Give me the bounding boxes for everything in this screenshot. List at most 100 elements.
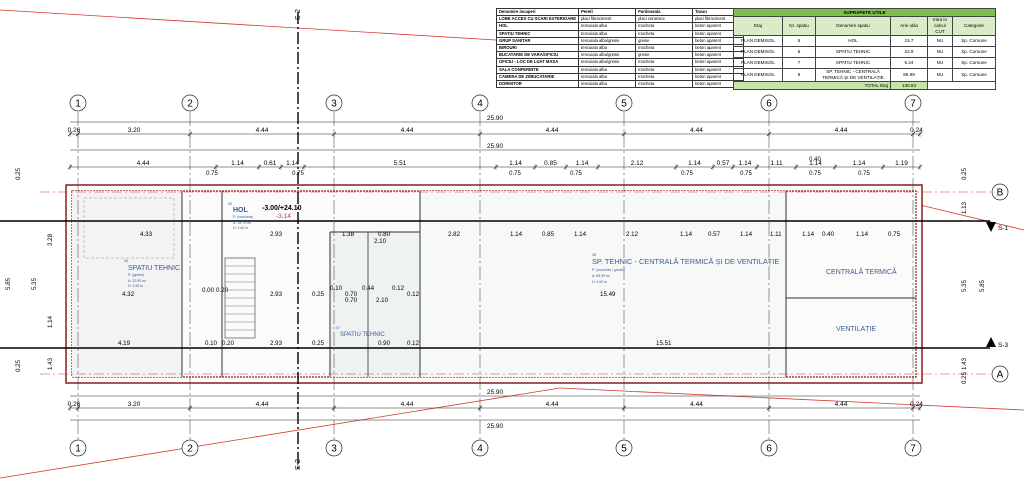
inner-dim: 15.51 xyxy=(656,340,672,347)
room-area-spatiu-tehnic: A: 22.90 m² xyxy=(128,279,147,283)
inner-dim: 15.49 xyxy=(600,291,616,298)
axis-label: 5 xyxy=(621,444,627,455)
finishes-cell: GRUP SANITAR xyxy=(495,36,580,45)
dimension-value: 1.14 xyxy=(739,160,752,167)
vertical-dimensions: 0.25 5.85 0.25 3.28 5.35 1.14 1.43 0.25 … xyxy=(5,167,986,384)
window-sill: 0.75 xyxy=(809,171,821,177)
axis-label: 4 xyxy=(477,99,483,110)
axis-bubble xyxy=(615,439,633,457)
axis-label: B xyxy=(997,188,1004,199)
dimension-value: 1.14 xyxy=(688,160,701,167)
inner-dim: 1.14 xyxy=(856,231,869,238)
axis-bubble xyxy=(69,439,87,457)
inner-dim: 0.80 xyxy=(378,231,391,238)
axis-bubble xyxy=(471,439,489,457)
room-height-spatiu-tehnic: H: 2.60 m xyxy=(128,284,143,288)
inner-dim: 0.85 xyxy=(542,231,555,238)
window-sill: 0.75 xyxy=(509,171,521,177)
inner-dim: 1.14 xyxy=(574,231,587,238)
inner-dim: 0.20 xyxy=(222,340,235,347)
axis-bubble xyxy=(181,94,199,112)
room-height-hol: H: 2.60 m xyxy=(233,226,248,230)
inner-dim: 0.75 xyxy=(888,231,901,238)
dimension-value: 1.14 xyxy=(286,160,299,167)
inner-dim: 0.10 xyxy=(205,340,218,347)
axis-label: 2 xyxy=(187,99,193,110)
room-floor-hol: P: (mocheta) xyxy=(233,215,253,219)
axis-bubble xyxy=(760,94,778,112)
inner-dim: 1.14 xyxy=(680,231,693,238)
dimension-value: 0.24 xyxy=(910,401,923,408)
room-area-hol: A: 15.70 m² xyxy=(233,221,252,225)
inner-dim: 2.93 xyxy=(270,340,283,347)
vdim-left: 0.25 xyxy=(15,167,22,180)
inner-dim: 0.70 xyxy=(345,297,358,304)
section-mark-s2-top: S-2 xyxy=(295,9,302,20)
dimension-value: 4.44 xyxy=(256,401,269,408)
dimension-value: 1.14 xyxy=(231,160,244,167)
room-name-centrala: CENTRALĂ TERMICĂ xyxy=(826,267,897,276)
dimension-value: 4.44 xyxy=(546,127,559,134)
dimension-value: 0.57 xyxy=(717,160,730,167)
dimension-value: 5.51 xyxy=(394,160,407,167)
room-num-spatiu-tehnic-2: 07 xyxy=(336,326,340,330)
dimension-value: 1.14 xyxy=(809,160,822,167)
room-name-sp-tehnic: SP. TEHNIC - CENTRALĂ TERMICĂ ȘI DE VENT… xyxy=(592,257,779,266)
inner-dim: 4.32 xyxy=(122,291,135,298)
inner-dim: 0.00 xyxy=(202,287,215,294)
inner-dim: 1.14 xyxy=(802,231,815,238)
room-name-hol: HOL xyxy=(233,207,249,214)
axis-label: 5 xyxy=(621,99,627,110)
dimension-value: 1.11 xyxy=(770,160,783,167)
axis-bubble xyxy=(181,439,199,457)
inner-dim: 0.12 xyxy=(407,340,420,347)
inner-dim: 2.93 xyxy=(270,231,283,238)
inner-dim: 4.33 xyxy=(140,231,153,238)
axis-bubble xyxy=(760,439,778,457)
dimension-value: 0.26 xyxy=(68,127,81,134)
dimension-value: 4.44 xyxy=(690,127,703,134)
vdim-right: 1.43 xyxy=(961,357,968,370)
axis-label: 7 xyxy=(910,444,916,455)
room-name-ventilatie: VENTILAȚIE xyxy=(836,326,876,333)
vdim-right: 0.25 xyxy=(961,371,968,384)
inner-dim: 0.44 xyxy=(362,285,375,292)
window-sill: 0.75 xyxy=(206,171,218,177)
inner-dim: 4.19 xyxy=(118,340,131,347)
axis-label: 3 xyxy=(331,99,337,110)
inner-dim: 0.20 xyxy=(216,287,229,294)
axis-bubble xyxy=(69,94,87,112)
finishes-cell: BUCATARIE DE VARA/OFICIU xyxy=(495,51,580,60)
axis-label: 6 xyxy=(766,99,772,110)
inner-dim: 2.93 xyxy=(270,291,283,298)
inner-dimensions: 4.33 2.93 1.38 0.80 2.82 1.14 0.85 1.14 … xyxy=(118,231,901,347)
dimension-value: 4.44 xyxy=(546,401,559,408)
inner-dim: 0.90 xyxy=(378,340,391,347)
window-sill: 0.75 xyxy=(681,171,693,177)
axis-bubble xyxy=(471,94,489,112)
dimension-value: 3.20 xyxy=(128,127,141,134)
inner-dim: 0.40 xyxy=(822,231,835,238)
section-mark-s3: S-3 xyxy=(998,342,1009,349)
vdim-left: 5.85 xyxy=(5,277,12,290)
room-name-spatiu-tehnic-2: SPATIU TEHNIC xyxy=(340,332,385,338)
dimension-value: 1.14 xyxy=(576,160,589,167)
vdim-left-inner: 1.14 xyxy=(47,315,54,328)
dimension-value: 3.20 xyxy=(128,401,141,408)
axis-label: 3 xyxy=(331,444,337,455)
inner-dim: 0.12 xyxy=(407,291,420,298)
room-area-sp-tehnic: A: 85.99 m² xyxy=(592,274,611,278)
inner-dim: 1.14 xyxy=(510,231,523,238)
axis-label: 4 xyxy=(477,444,483,455)
axis-label: 7 xyxy=(910,99,916,110)
inner-dim: 0.70 xyxy=(345,291,358,298)
room-num-hol: 05 xyxy=(228,202,232,206)
